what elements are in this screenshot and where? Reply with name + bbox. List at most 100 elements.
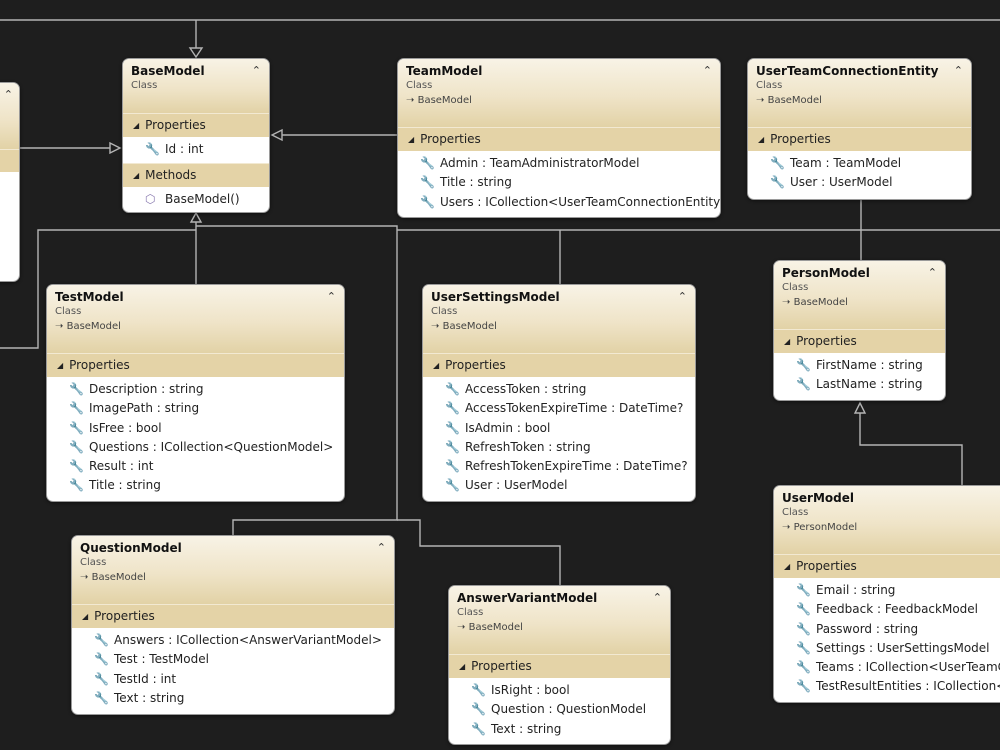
class-name: AnswerVariantModel <box>457 591 598 605</box>
wrench-icon: 🔧 <box>796 377 811 392</box>
expand-triangle-icon[interactable]: ◢ <box>57 361 64 370</box>
wrench-icon: 🔧 <box>445 401 460 416</box>
member-imagepath: 🔧ImagePath : string <box>47 399 344 418</box>
inherit-arrow-icon: ➝ <box>756 95 765 106</box>
wrench-icon: 🔧 <box>420 156 435 170</box>
class-box-usersettingsmodel[interactable]: UserSettingsModel Class ➝ BaseModel ⌃ ◢P… <box>422 284 696 502</box>
member-text: 🔧Text : string <box>72 689 394 708</box>
connector-left-bus <box>0 229 196 349</box>
method-cube-icon: ⬡ <box>145 192 156 207</box>
expand-triangle-icon[interactable]: ◢ <box>133 121 140 130</box>
collapse-icon[interactable]: ⌃ <box>326 290 336 303</box>
class-kind: Class <box>782 507 809 518</box>
inherit-arrow-icon: ➝ <box>80 572 89 583</box>
section-methods[interactable]: ◢Methods <box>123 163 269 188</box>
collapse-icon[interactable]: ⌃ <box>652 591 662 604</box>
member-isadmin: 🔧IsAdmin : bool <box>423 419 695 438</box>
section-properties[interactable]: ◢Properties <box>398 127 720 151</box>
section-properties[interactable]: ◢Properties <box>423 353 695 377</box>
class-name: UserSettingsModel <box>431 290 560 304</box>
collapse-icon[interactable]: ⌃ <box>251 64 261 77</box>
member-isright: 🔧IsRight : bool <box>449 681 670 700</box>
expand-triangle-icon[interactable]: ◢ <box>758 135 765 144</box>
section-properties[interactable]: ◢Properties <box>449 654 670 678</box>
class-box-teammodel[interactable]: TeamModel Class ➝ BaseModel ⌃ ◢Propertie… <box>397 58 721 218</box>
wrench-icon: 🔧 <box>445 459 460 474</box>
class-kind: Class <box>782 282 809 293</box>
wrench-icon: 🔧 <box>445 420 460 435</box>
member-user: 🔧User : UserModel <box>423 476 695 495</box>
member-text: 🔧Text : string <box>449 720 670 739</box>
member-admin: 🔧Admin : TeamAdministratorModel <box>398 154 720 173</box>
section-properties[interactable]: ◢Properties <box>774 329 945 353</box>
expand-triangle-icon[interactable]: ◢ <box>133 171 140 181</box>
member-title: 🔧Title : string <box>47 476 344 495</box>
class-box-answervariantmodel[interactable]: AnswerVariantModel Class ➝ BaseModel ⌃ ◢… <box>448 585 671 745</box>
collapse-icon[interactable]: ⌃ <box>702 64 712 77</box>
wrench-icon: 🔧 <box>770 175 785 190</box>
inherit-arrow-icon: ➝ <box>782 522 791 533</box>
member-answers: 🔧Answers : ICollection<AnswerVariantMode… <box>72 631 394 650</box>
base-class: ➝ BaseModel <box>457 622 523 633</box>
class-box-testmodel[interactable]: TestModel Class ➝ BaseModel ⌃ ◢Propertie… <box>46 284 345 502</box>
section-properties[interactable]: ◢Properties <box>72 604 394 628</box>
class-box-personmodel[interactable]: PersonModel Class ➝ BaseModel ⌃ ◢Propert… <box>773 260 946 401</box>
section-properties[interactable]: ◢Properties <box>748 127 971 151</box>
inherit-arrowhead-top <box>188 47 204 59</box>
class-name: QuestionModel <box>80 541 182 555</box>
collapse-icon[interactable]: ⌃ <box>376 541 386 554</box>
collapse-icon[interactable]: ⌃ <box>3 88 13 101</box>
expand-triangle-icon[interactable]: ◢ <box>784 337 791 346</box>
wrench-icon: 🔧 <box>471 683 486 697</box>
expand-triangle-icon[interactable]: ◢ <box>433 361 440 370</box>
expand-triangle-icon[interactable]: ◢ <box>459 662 466 671</box>
wrench-icon: 🔧 <box>796 583 811 597</box>
collapse-icon[interactable]: ⌃ <box>953 64 963 77</box>
section-properties[interactable]: ◢Properties <box>47 353 344 377</box>
class-kind: Class <box>431 306 458 317</box>
class-box-left-stub[interactable]: ⌃ <box>0 82 20 282</box>
class-kind: Class <box>55 306 82 317</box>
member-questions: 🔧Questions : ICollection<QuestionModel> <box>47 438 344 457</box>
member-id: 🔧Id : int <box>123 140 269 159</box>
member-teams: 🔧Teams : ICollection<UserTeamC <box>774 658 1000 677</box>
member-firstname: 🔧FirstName : string <box>774 356 945 375</box>
collapse-icon[interactable]: ⌃ <box>927 266 937 279</box>
wrench-icon: 🔧 <box>94 633 109 647</box>
base-class: ➝ BaseModel <box>782 297 848 308</box>
wrench-icon: 🔧 <box>69 382 84 396</box>
wrench-icon: 🔧 <box>145 142 160 156</box>
section-properties[interactable]: ◢Properties <box>774 554 1000 578</box>
section-properties[interactable]: ◢Properties <box>123 113 269 137</box>
member-refreshtokenexpiretime: 🔧RefreshTokenExpireTime : DateTime? <box>423 457 695 476</box>
inherit-arrowhead-leftstub <box>109 141 122 155</box>
class-kind: Class <box>131 80 158 91</box>
base-class: ➝ BaseModel <box>756 95 822 106</box>
member-description: 🔧Description : string <box>47 380 344 399</box>
wrench-icon: 🔧 <box>69 401 84 416</box>
class-box-basemodel[interactable]: BaseModel Class ⌃ ◢Properties 🔧Id : int … <box>122 58 270 213</box>
base-class: ➝ BaseModel <box>55 321 121 332</box>
expand-triangle-icon[interactable]: ◢ <box>408 135 415 144</box>
inherit-arrow-icon: ➝ <box>431 321 440 332</box>
inherit-arrow-icon: ➝ <box>782 297 791 308</box>
collapse-icon[interactable]: ⌃ <box>677 290 687 303</box>
class-box-usermodel[interactable]: UserModel Class ➝ PersonModel ◢Propertie… <box>773 485 1000 703</box>
base-class: ➝ BaseModel <box>431 321 497 332</box>
inherit-arrow-icon: ➝ <box>406 95 415 106</box>
base-class: ➝ BaseModel <box>80 572 146 583</box>
class-kind: Class <box>80 557 107 568</box>
member-refreshtoken: 🔧RefreshToken : string <box>423 438 695 457</box>
expand-triangle-icon[interactable]: ◢ <box>82 612 89 621</box>
expand-triangle-icon[interactable]: ◢ <box>784 562 791 571</box>
wrench-icon: 🔧 <box>69 420 84 435</box>
wrench-icon: 🔧 <box>420 175 435 190</box>
member-user: 🔧User : UserModel <box>748 173 971 192</box>
wrench-icon: 🔧 <box>796 679 811 694</box>
class-box-questionmodel[interactable]: QuestionModel Class ➝ BaseModel ⌃ ◢Prope… <box>71 535 395 715</box>
wrench-icon: 🔧 <box>69 439 84 454</box>
inherit-arrowhead-trunk <box>189 211 203 223</box>
inherit-arrow-icon: ➝ <box>55 321 64 332</box>
class-box-userteamconnectionentity[interactable]: UserTeamConnectionEntity Class ➝ BaseMod… <box>747 58 972 200</box>
class-kind: Class <box>756 80 783 91</box>
